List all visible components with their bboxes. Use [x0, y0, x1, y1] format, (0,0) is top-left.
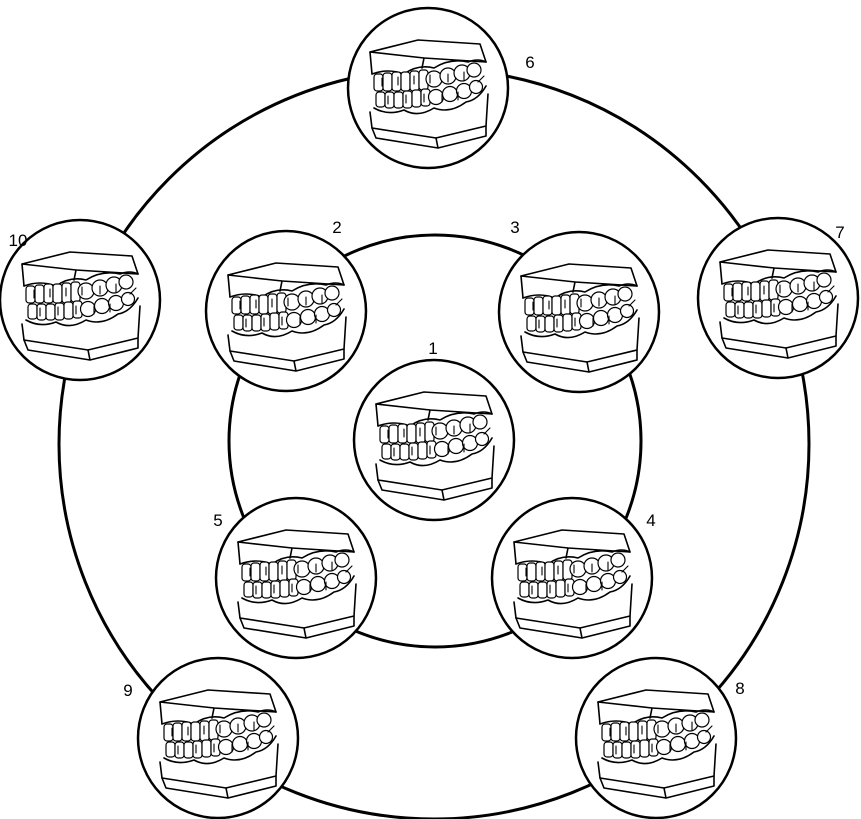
model-node-9: 9	[123, 656, 300, 819]
node-label: 9	[123, 681, 132, 700]
model-node-3: 3	[497, 218, 661, 394]
model-node-6: 6	[346, 6, 535, 170]
model-node-7: 7	[696, 216, 860, 380]
node-label: 8	[735, 679, 744, 698]
node-label: 5	[213, 511, 222, 530]
model-node-4: 4	[490, 496, 656, 660]
node-label: 1	[428, 339, 437, 358]
node-label: 3	[510, 218, 519, 237]
node-label: 4	[646, 511, 655, 530]
node-label: 6	[525, 53, 534, 72]
node-label: 2	[332, 218, 341, 237]
model-nodes: 1 2 3 4 5 6 7 8 9 10	[0, 6, 860, 819]
model-node-5: 5	[213, 496, 378, 660]
node-label: 10	[9, 231, 28, 250]
inner-ring	[227, 233, 643, 649]
model-node-1: 1	[352, 339, 516, 522]
model-node-2: 2	[204, 218, 368, 393]
model-node-8: 8	[574, 656, 745, 819]
node-label: 7	[835, 223, 844, 242]
model-node-10: 10	[0, 218, 162, 382]
